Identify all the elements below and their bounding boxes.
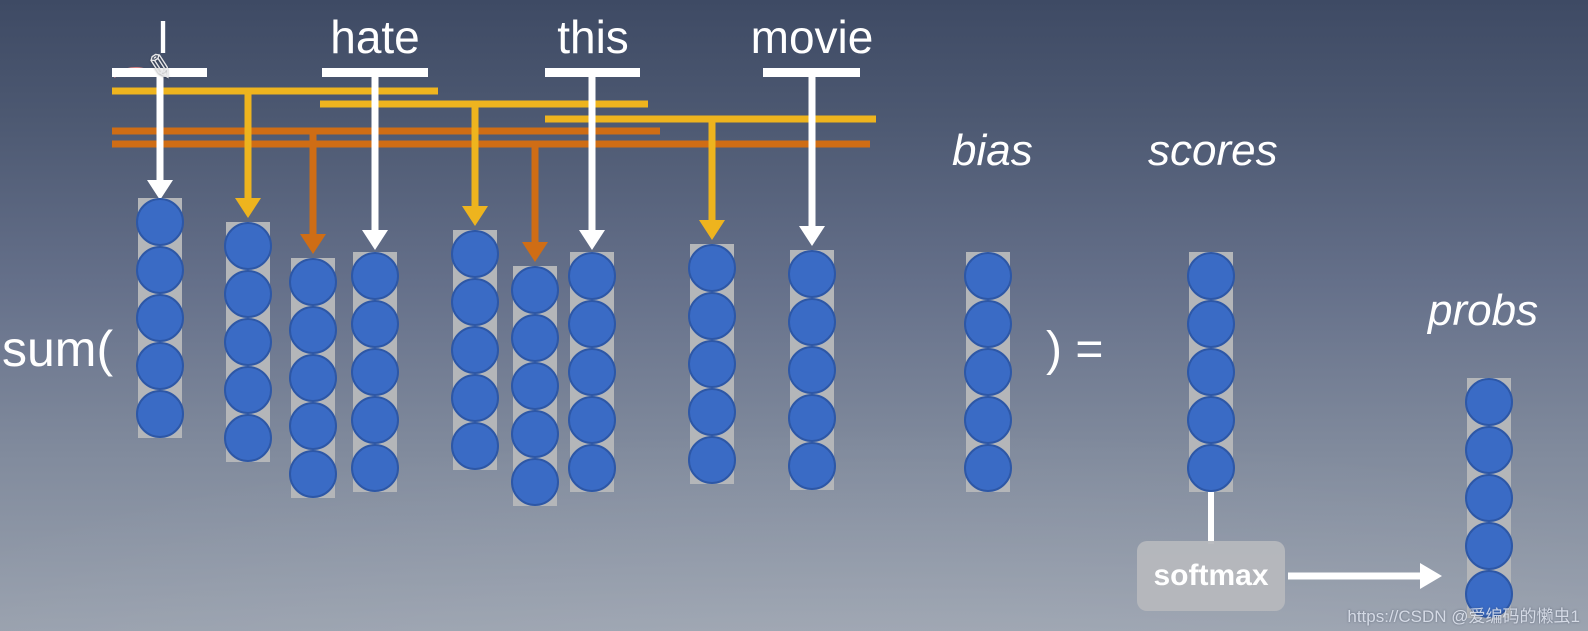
word-underline	[763, 68, 860, 77]
vector-element-circle	[224, 366, 272, 414]
word-vector-1-column	[136, 198, 184, 438]
word-underline	[112, 68, 207, 77]
vector-element-circle	[289, 306, 337, 354]
bias-vector-column	[964, 252, 1012, 492]
vector-element-circle	[788, 346, 836, 394]
vector-element-circle	[964, 348, 1012, 396]
vector-element-circle	[289, 402, 337, 450]
watermark: https://CSDN @爱编码的懒虫1	[1347, 607, 1580, 626]
vector-element-circle	[688, 388, 736, 436]
word-underline	[545, 68, 640, 77]
vector-element-circle	[136, 342, 184, 390]
vector-element-circle	[1187, 252, 1235, 300]
vector-element-circle	[1465, 378, 1513, 426]
vector-element-circle	[1465, 522, 1513, 570]
vector-element-circle	[136, 198, 184, 246]
orange-arrow-head	[300, 234, 326, 254]
vector-element-circle	[688, 436, 736, 484]
white-arrow-head	[362, 230, 388, 250]
vector-element-circle	[511, 410, 559, 458]
orange-arrow-head	[522, 242, 548, 262]
vector-element-circle	[788, 250, 836, 298]
vector-element-circle	[964, 444, 1012, 492]
word-vector-5-column	[451, 230, 499, 470]
vector-element-circle	[289, 450, 337, 498]
vector-element-circle	[136, 246, 184, 294]
scores-label: scores	[1148, 126, 1278, 175]
vector-element-circle	[511, 458, 559, 506]
vector-element-circle	[688, 340, 736, 388]
word-vector-6-column	[511, 266, 559, 506]
word-vector-8-column	[688, 244, 736, 484]
vector-element-circle	[451, 374, 499, 422]
vector-element-circle	[136, 390, 184, 438]
bias-label: bias	[952, 126, 1033, 175]
vector-element-circle	[1187, 396, 1235, 444]
white-arrow-head	[1420, 563, 1442, 589]
vector-element-circle	[224, 318, 272, 366]
word-vector-4-column	[351, 252, 399, 492]
vector-element-circle	[788, 442, 836, 490]
vector-element-circle	[351, 444, 399, 492]
sum-label: sum(	[2, 321, 114, 377]
softmax-box: softmax	[1137, 541, 1285, 611]
word-movie: movie	[750, 11, 874, 63]
vector-element-circle	[568, 252, 616, 300]
vector-element-circle	[511, 362, 559, 410]
vector-element-circle	[1465, 474, 1513, 522]
vector-element-circle	[568, 444, 616, 492]
softmax-label: softmax	[1153, 559, 1269, 592]
vector-element-circle	[451, 230, 499, 278]
word-vector-3-column	[289, 258, 337, 498]
vector-element-circle	[289, 258, 337, 306]
vector-element-circle	[964, 396, 1012, 444]
vector-element-circle	[451, 326, 499, 374]
vector-element-circle	[1187, 348, 1235, 396]
vector-element-circle	[451, 278, 499, 326]
vector-element-circle	[351, 348, 399, 396]
vector-element-circle	[351, 300, 399, 348]
vector-element-circle	[1465, 570, 1513, 618]
word-this: this	[557, 11, 629, 63]
vector-element-circle	[289, 354, 337, 402]
word-vector-2-column	[224, 222, 272, 462]
word-vector-7-column	[568, 252, 616, 492]
scores-vector-column	[1187, 252, 1235, 492]
vector-element-circle	[1465, 426, 1513, 474]
white-arrow-head	[799, 226, 825, 246]
white-arrow-head	[579, 230, 605, 250]
close-paren-equals-label: ) =	[1046, 323, 1104, 376]
vector-element-circle	[788, 298, 836, 346]
vector-element-circle	[568, 300, 616, 348]
word-hate: hate	[330, 11, 420, 63]
vector-element-circle	[1187, 444, 1235, 492]
probs-vector-column	[1465, 378, 1513, 618]
vector-element-circle	[351, 396, 399, 444]
vector-element-circle	[964, 300, 1012, 348]
vector-element-circle	[451, 422, 499, 470]
vector-element-circle	[511, 266, 559, 314]
vector-element-circle	[224, 270, 272, 318]
vector-element-circle	[688, 292, 736, 340]
vector-element-circle	[224, 222, 272, 270]
word-vector-9-column	[788, 250, 836, 490]
word-underline	[322, 68, 428, 77]
vector-element-circle	[511, 314, 559, 362]
vector-element-circle	[136, 294, 184, 342]
vector-element-circle	[351, 252, 399, 300]
yellow-arrow-head	[235, 198, 261, 218]
vector-element-circle	[568, 348, 616, 396]
probs-label: probs	[1428, 286, 1539, 335]
vector-element-circle	[1187, 300, 1235, 348]
vector-element-circle	[788, 394, 836, 442]
vector-element-circle	[964, 252, 1012, 300]
white-arrow-head	[147, 180, 173, 200]
word-I: I	[156, 11, 170, 63]
yellow-arrow-head	[699, 220, 725, 240]
vector-element-circle	[688, 244, 736, 292]
vector-element-circle	[568, 396, 616, 444]
vector-element-circle	[224, 414, 272, 462]
yellow-arrow-head	[462, 206, 488, 226]
